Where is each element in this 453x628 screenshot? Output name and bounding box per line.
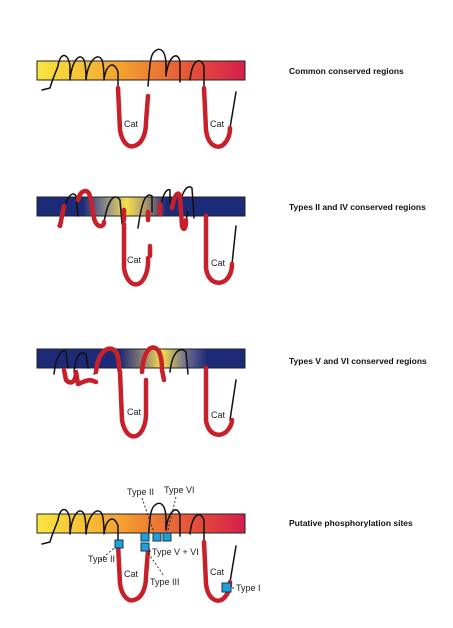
phospho-site-a [152,532,162,542]
cat-label-1: Cat [124,569,139,579]
panel-phosphorylation-sites: Cat Cat Type II Type VI Type II Type V +… [36,485,261,603]
membrane-bar [36,60,246,81]
phospho-site-type-vi [162,532,172,542]
panel-types-v-vi: Cat Cat [36,345,246,439]
leader-line-type-iii [145,549,165,577]
cat-label-2: Cat [210,119,225,129]
phospho-site-type-ii-top [140,532,150,542]
panel-title-common: Common conserved regions [289,66,404,76]
protein-chain [41,502,237,583]
cat-loop-1-highlight [115,85,151,149]
cat-loop-1-highlight [121,221,151,287]
cat-label-2: Cat [211,410,226,420]
cat-loop-1-highlight [115,541,151,603]
phospho-site-type-ii-left [114,539,124,549]
site-label-type-v-vi: Type V + VI [152,547,199,557]
leader-line-type-ii-top [141,497,157,539]
panel-common-conserved: Cat Cat [36,48,246,149]
cat-label-1: Cat [127,255,142,265]
cat-label-2: Cat [211,258,226,268]
cat-label-1: Cat [127,407,142,417]
conserved-region-highlight [61,345,167,387]
leader-line-type-vi [165,496,177,539]
phospho-site-type-v-vi [140,542,150,552]
cat-label-1: Cat [124,119,139,129]
panel-title-types-v-vi: Types V and VI conserved regions [289,356,427,366]
cat-loop-2-highlight [203,213,235,285]
panel-title-types-ii-iv: Types II and IV conserved regions [289,202,426,212]
protein-chain [41,48,237,129]
site-label-type-iii: Type III [150,577,180,587]
site-label-type-ii-left: Type II [88,554,115,564]
phospho-site-type-i [221,582,232,593]
site-label-type-ii-top: Type II [127,487,154,497]
cat-loop-2-highlight [201,85,233,149]
panel-title-phosphorylation: Putative phosphorylation sites [289,518,413,528]
panel-types-ii-iv: Cat Cat [36,186,246,287]
cat-label-2: Cat [210,567,225,577]
membrane-bar [36,513,246,534]
cat-loop-2-highlight [203,365,235,437]
conserved-region-highlight [57,188,189,259]
site-label-type-i: Type I [236,583,261,593]
cat-loop-1-highlight [117,369,149,439]
protein-chain [57,186,237,265]
site-label-type-vi: Type VI [164,485,195,495]
